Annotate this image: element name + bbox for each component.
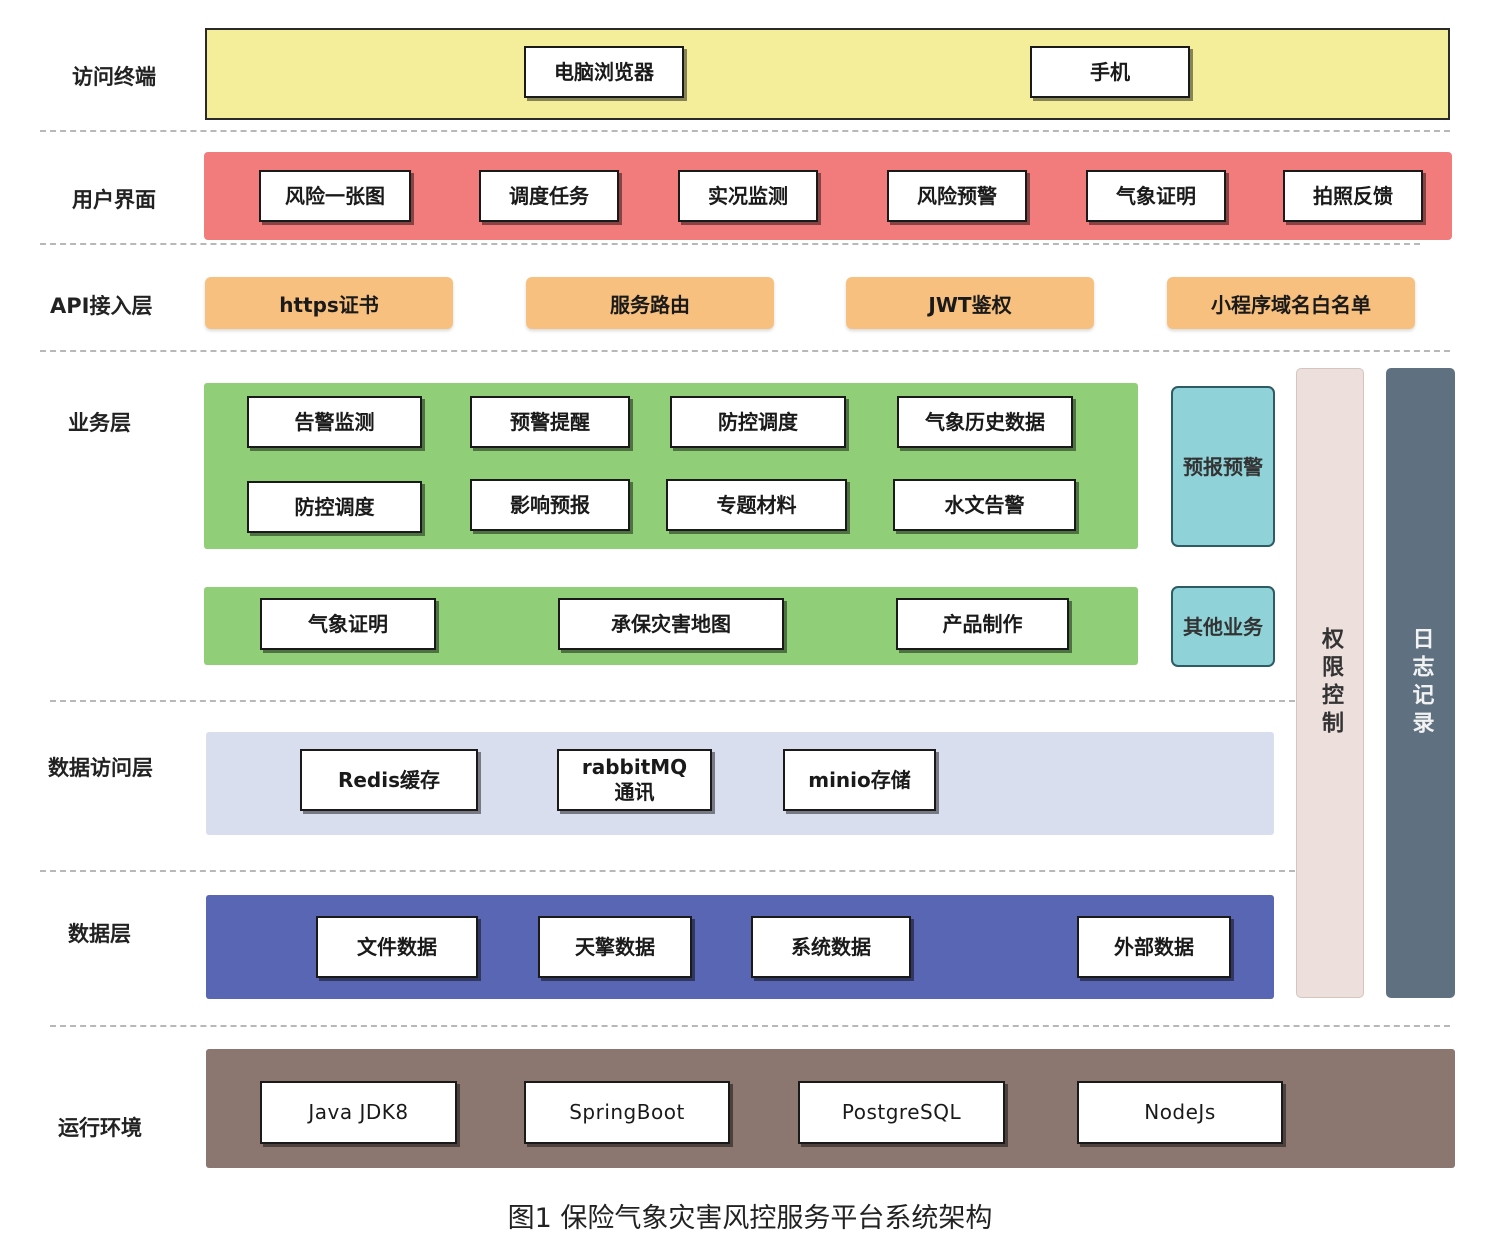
user-interface-band [204, 152, 1452, 240]
biz-weather-cert-box: 气象证明 [260, 598, 436, 650]
biz-product-making-box: 产品制作 [896, 598, 1069, 650]
separator [40, 130, 1450, 132]
access-mobile-box: 手机 [1030, 46, 1190, 98]
da-rabbitmq-box: rabbitMQ 通讯 [557, 749, 712, 811]
da-minio-storage-box: minio存储 [783, 749, 936, 811]
biz-alarm-monitor-box: 告警监测 [247, 396, 422, 448]
data-file-box: 文件数据 [316, 916, 478, 978]
ui-live-monitor-box: 实况监测 [678, 170, 818, 222]
permission-control-label: 权限控制 [1318, 627, 1343, 739]
layer-label-data-access: 数据访问层 [48, 756, 153, 780]
layer-label-api: API接入层 [50, 294, 153, 318]
separator [50, 700, 1295, 702]
api-https-cert: https证书 [205, 277, 453, 329]
runtime-postgresql-box: PostgreSQL [798, 1081, 1005, 1144]
ui-photo-feedback-box: 拍照反馈 [1283, 170, 1423, 222]
biz-prevention-dispatch-box: 防控调度 [670, 396, 846, 448]
biz-prevention-dispatch-2-box: 防控调度 [247, 481, 422, 533]
biz-insured-disaster-map-box: 承保灾害地图 [558, 598, 784, 650]
access-browser-box: 电脑浏览器 [524, 46, 684, 98]
data-system-box: 系统数据 [751, 916, 911, 978]
layer-label-data: 数据层 [68, 922, 131, 946]
runtime-springboot-box: SpringBoot [524, 1081, 730, 1144]
api-miniprogram-whitelist: 小程序域名白名单 [1167, 277, 1415, 329]
logging-label: 日志记录 [1408, 627, 1434, 739]
biz-hydrology-alarm-box: 水文告警 [893, 479, 1076, 531]
api-jwt-auth: JWT鉴权 [846, 277, 1094, 329]
separator [40, 243, 1420, 245]
runtime-nodejs-box: NodeJs [1077, 1081, 1283, 1144]
ui-risk-map-box: 风险一张图 [259, 170, 411, 222]
separator [40, 350, 1450, 352]
biz-early-warning-box: 预警提醒 [470, 396, 630, 448]
permission-control-column: 权限控制 [1296, 368, 1364, 998]
ui-weather-cert-box: 气象证明 [1086, 170, 1226, 222]
runtime-jdk-box: Java JDK8 [260, 1081, 457, 1144]
separator [40, 870, 1295, 872]
ui-dispatch-task-box: 调度任务 [479, 170, 619, 222]
access-terminal-band [205, 28, 1450, 120]
biz-impact-forecast-box: 影响预报 [470, 479, 630, 531]
biz-special-material-box: 专题材料 [666, 479, 847, 531]
layer-label-business: 业务层 [68, 411, 131, 435]
layer-label-ui: 用户界面 [72, 188, 156, 212]
logging-column: 日志记录 [1386, 368, 1455, 998]
layer-label-runtime: 运行环境 [58, 1116, 142, 1140]
data-external-box: 外部数据 [1077, 916, 1231, 978]
figure-caption: 图1 保险气象灾害风控服务平台系统架构 [507, 1203, 993, 1234]
data-tianqing-box: 天擎数据 [538, 916, 692, 978]
biz-other-business-box: 其他业务 [1171, 586, 1275, 667]
api-service-routing: 服务路由 [526, 277, 774, 329]
biz-forecast-warning-box: 预报预警 [1171, 386, 1275, 547]
biz-weather-history-box: 气象历史数据 [897, 396, 1073, 448]
layer-label-access: 访问终端 [72, 65, 156, 89]
separator [50, 1025, 1450, 1027]
da-redis-cache-box: Redis缓存 [300, 749, 478, 811]
ui-risk-warning-box: 风险预警 [887, 170, 1027, 222]
